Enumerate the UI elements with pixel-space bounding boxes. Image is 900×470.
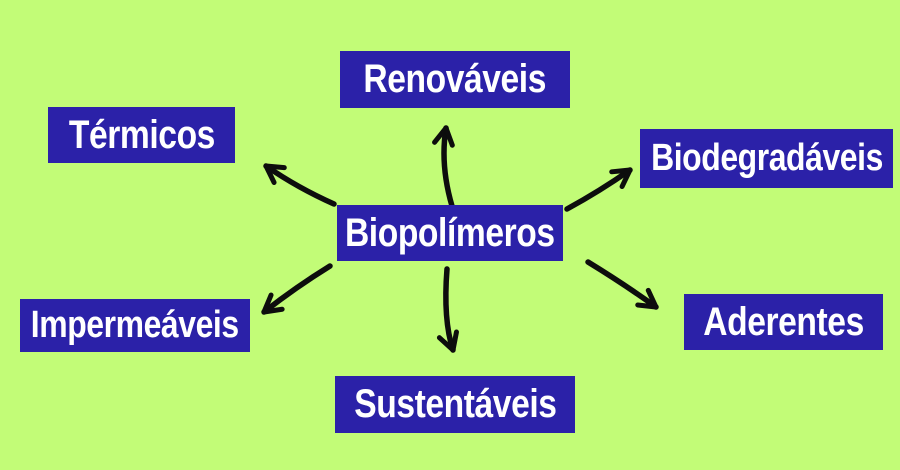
node-label: Renováveis <box>363 57 547 101</box>
node-label: Biopolímeros <box>345 210 555 255</box>
arrow-to-biodegradaveis-icon <box>564 167 633 212</box>
arrow-to-renovaveis-icon <box>432 125 455 209</box>
arrow-to-termicos-icon <box>263 163 337 207</box>
node-renovaveis: Renováveis <box>340 51 570 108</box>
arrow-to-impermeaveis-icon <box>261 263 333 315</box>
node-biodegradaveis: Biodegradáveis <box>640 129 893 188</box>
node-termicos: Térmicos <box>48 107 235 163</box>
arrow-to-aderentes-icon <box>585 259 659 310</box>
node-label: Impermeáveis <box>31 304 239 346</box>
node-biopolimeros: Biopolímeros <box>337 205 563 261</box>
node-label: Térmicos <box>68 112 215 157</box>
node-impermeaveis: Impermeáveis <box>20 299 250 352</box>
node-label: Biodegradáveis <box>650 137 883 179</box>
node-aderentes: Aderentes <box>684 294 883 350</box>
node-label: Aderentes <box>703 299 864 344</box>
arrow-to-sustentaveis-icon <box>436 266 459 353</box>
node-sustentaveis: Sustentáveis <box>335 376 575 433</box>
node-label: Sustentáveis <box>353 382 557 426</box>
